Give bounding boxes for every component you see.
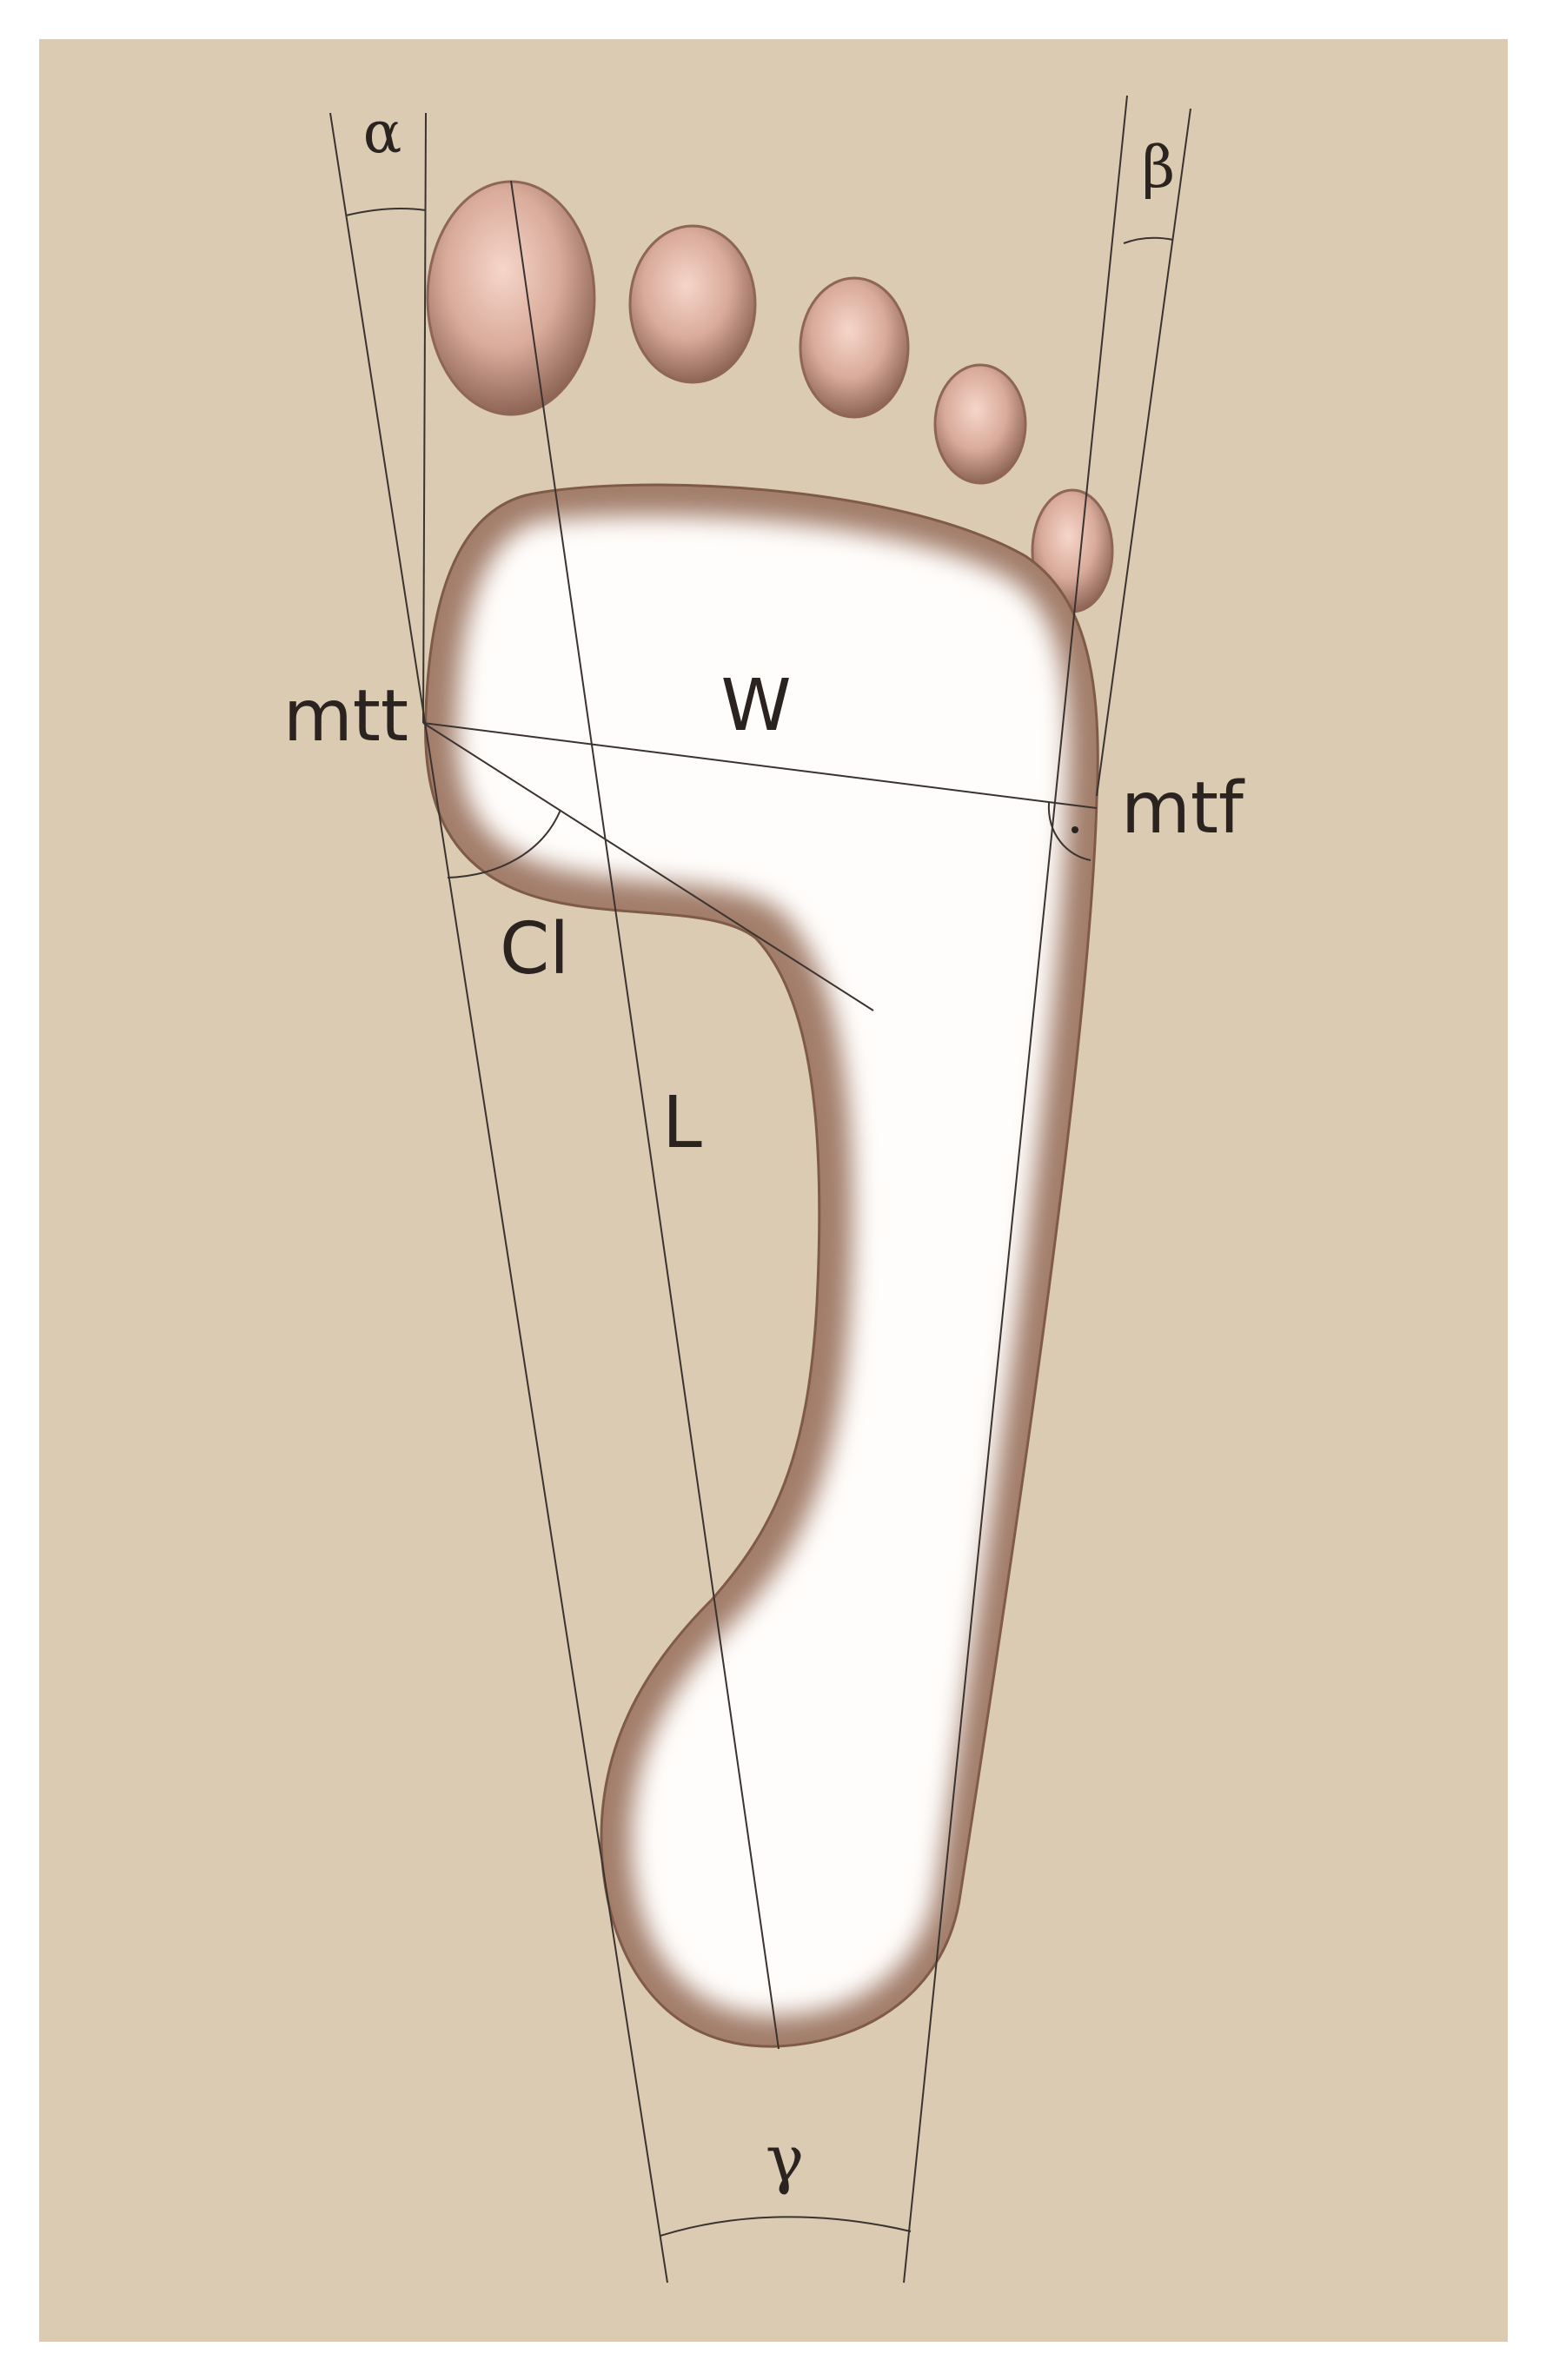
label-cl: Cl bbox=[500, 908, 569, 991]
label-w: W bbox=[720, 665, 791, 747]
clarke-angle-line bbox=[422, 722, 874, 1011]
labels: α β mtt mtf W Cl L γ bbox=[283, 99, 1245, 2197]
clarke-angle-arc bbox=[447, 809, 561, 878]
beta-right-line bbox=[1096, 108, 1191, 797]
beta-angle-arc bbox=[1123, 236, 1174, 244]
footprint-highlight bbox=[456, 515, 1069, 2017]
footprint bbox=[424, 483, 1099, 2048]
toes bbox=[426, 180, 1114, 613]
gamma-angle-arc bbox=[660, 2216, 912, 2237]
label-mtf: mtf bbox=[1121, 767, 1245, 850]
alpha-slant-line bbox=[329, 112, 668, 2284]
label-beta: β bbox=[1142, 134, 1175, 201]
beta-left-line bbox=[903, 95, 1128, 2284]
third-toe bbox=[799, 276, 910, 419]
second-toe bbox=[628, 224, 757, 384]
alpha-angle-arc bbox=[345, 208, 427, 216]
alpha-vertical-line bbox=[422, 112, 427, 724]
big-toe bbox=[426, 180, 596, 416]
measurement-lines bbox=[329, 95, 1191, 2284]
fourth-toe bbox=[933, 363, 1027, 485]
mtf-right-angle-arc bbox=[1047, 802, 1091, 861]
label-alpha: α bbox=[363, 99, 402, 166]
label-mtt: mtt bbox=[283, 675, 408, 758]
mtf-right-angle-dot bbox=[1072, 826, 1078, 833]
label-l: L bbox=[662, 1082, 702, 1164]
length-line-l bbox=[510, 180, 780, 2050]
width-line-w bbox=[422, 722, 1098, 809]
label-gamma: γ bbox=[766, 2122, 804, 2197]
